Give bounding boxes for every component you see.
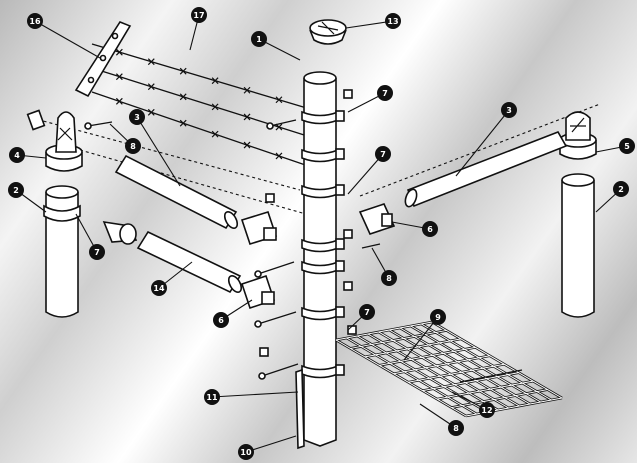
callout-13: 13 bbox=[385, 13, 401, 29]
callout-3: 3 bbox=[129, 109, 145, 125]
callout-label: 16 bbox=[29, 17, 41, 26]
callout-label: 14 bbox=[153, 284, 165, 293]
rail-end-fitting bbox=[240, 211, 278, 245]
callout-label: 9 bbox=[435, 313, 441, 322]
callout-label: 2 bbox=[618, 185, 624, 194]
callout-2: 2 bbox=[8, 182, 24, 198]
callout-label: 11 bbox=[206, 393, 218, 402]
callout-1: 1 bbox=[251, 31, 267, 47]
chain-link-mesh bbox=[335, 320, 563, 418]
callout-label: 6 bbox=[427, 225, 433, 234]
callout-label: 7 bbox=[94, 248, 100, 257]
callout-6: 6 bbox=[422, 221, 438, 237]
callout-label: 8 bbox=[453, 424, 459, 433]
callout-2: 2 bbox=[613, 181, 629, 197]
barbed-wire bbox=[91, 43, 321, 171]
callout-3: 3 bbox=[501, 102, 517, 118]
callout-12: 12 bbox=[479, 402, 495, 418]
callout-label: 13 bbox=[387, 17, 398, 26]
alignment-line bbox=[359, 103, 601, 197]
callout-label: 12 bbox=[481, 406, 492, 415]
callout-label: 2 bbox=[13, 186, 19, 195]
callout-label: 7 bbox=[380, 150, 386, 159]
tension-wire bbox=[459, 369, 523, 383]
callout-label: 6 bbox=[218, 316, 224, 325]
callout-label: 5 bbox=[624, 142, 630, 151]
callout-7: 7 bbox=[375, 146, 391, 162]
callout-7: 7 bbox=[89, 244, 105, 260]
lower-rail bbox=[136, 230, 243, 294]
post-cap-right bbox=[559, 111, 597, 160]
callout-label: 10 bbox=[240, 448, 252, 457]
top-rail-left bbox=[114, 154, 239, 230]
callout-label: 4 bbox=[14, 151, 20, 160]
callout-label: 3 bbox=[506, 106, 512, 115]
callout-8: 8 bbox=[448, 420, 464, 436]
rail-end-fitting bbox=[358, 203, 396, 235]
callout-16: 16 bbox=[27, 13, 43, 29]
callout-8: 8 bbox=[381, 270, 397, 286]
callout-8: 8 bbox=[125, 138, 141, 154]
callout-17: 17 bbox=[191, 7, 207, 23]
callout-14: 14 bbox=[151, 280, 167, 296]
top-rail-right bbox=[404, 131, 568, 208]
eye-top-cap bbox=[309, 19, 347, 45]
tension-bands bbox=[301, 110, 345, 379]
rail-end-fitting bbox=[240, 274, 276, 310]
tension-bar bbox=[295, 368, 305, 450]
callout-label: 17 bbox=[193, 11, 204, 20]
callout-label: 8 bbox=[386, 274, 392, 283]
callout-label: 3 bbox=[134, 113, 140, 122]
callout-7: 7 bbox=[359, 304, 375, 320]
post-cap-left bbox=[26, 109, 83, 172]
callout-7: 7 bbox=[377, 85, 393, 101]
callout-label: 1 bbox=[256, 35, 262, 44]
callout-label: 7 bbox=[382, 89, 388, 98]
barb-arm bbox=[74, 21, 132, 98]
callout-10: 10 bbox=[238, 444, 254, 460]
callout-9: 9 bbox=[430, 309, 446, 325]
callout-label: 7 bbox=[364, 308, 370, 317]
callout-label: 8 bbox=[130, 142, 136, 151]
callout-11: 11 bbox=[204, 389, 220, 405]
callout-6: 6 bbox=[213, 312, 229, 328]
alignment-line bbox=[31, 117, 301, 191]
terminal-post-left bbox=[43, 185, 81, 318]
callout-5: 5 bbox=[619, 138, 635, 154]
callout-4: 4 bbox=[9, 147, 25, 163]
carriage-bolts bbox=[84, 89, 381, 380]
rail-end-cup bbox=[102, 220, 138, 245]
terminal-post-right bbox=[561, 173, 595, 318]
line-post bbox=[303, 71, 337, 447]
